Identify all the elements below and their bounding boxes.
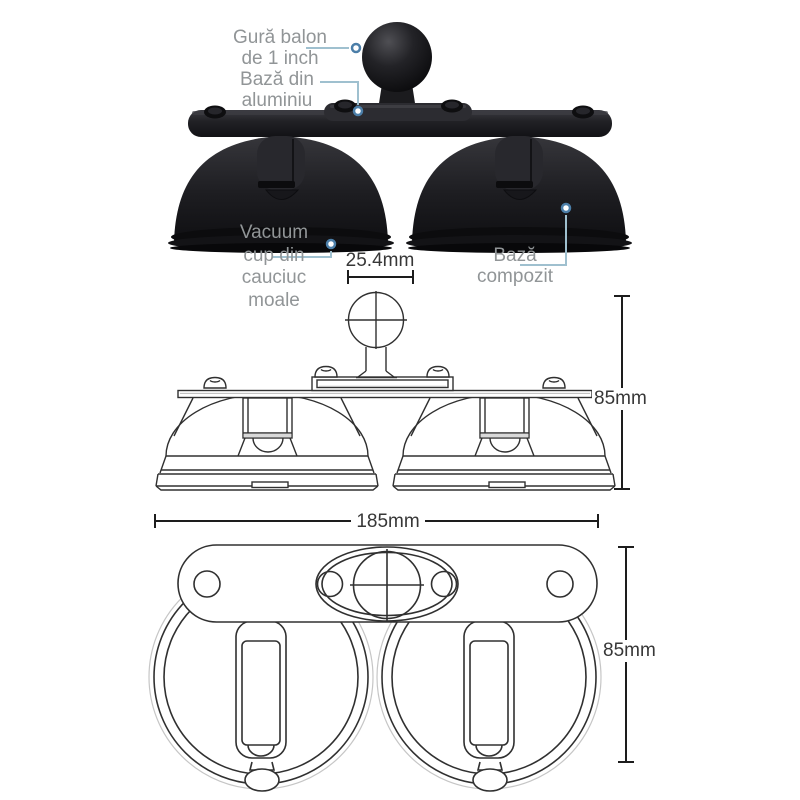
dimension-top-height: 85mm (601, 640, 656, 662)
vacuum-cup-label: Vacuum cup din cauciuc moale (239, 222, 309, 311)
annotation-dot (350, 42, 362, 54)
composite-base-label: Bază compozit (476, 245, 554, 287)
front-screws (203, 365, 566, 389)
front-ball (345, 291, 407, 379)
front-right-cup (392, 393, 616, 491)
plate-screws (204, 99, 594, 119)
annotation-dot (352, 105, 364, 117)
annotation-dot (325, 238, 337, 250)
mount-plate (188, 110, 612, 137)
front-left-cup (155, 393, 379, 491)
left-suction-cup (168, 136, 394, 253)
top-view-drawing (148, 544, 634, 792)
dimension-front-height: 85mm (592, 388, 647, 410)
plate-hole-right (546, 570, 574, 598)
top-left-lever (235, 620, 287, 792)
product-photo (168, 22, 632, 266)
top-right-lever (463, 620, 515, 792)
top-center-boss (315, 546, 459, 622)
front-plate (177, 389, 593, 399)
aluminum-base-label: Bază din aluminiu (240, 69, 314, 111)
dimension-ball-diameter: 25.4mm (345, 250, 415, 271)
ball-size-label: Gură balon de 1 inch (232, 27, 327, 69)
dimension-overall-width: 185mm (351, 511, 425, 533)
leader-lines (272, 47, 567, 266)
annotation-dot (560, 202, 572, 214)
front-view-drawing (154, 270, 630, 528)
annotation-dots (325, 42, 572, 250)
right-suction-cup (406, 136, 632, 253)
ball-mount (362, 22, 432, 92)
plate-hole-left (193, 570, 221, 598)
